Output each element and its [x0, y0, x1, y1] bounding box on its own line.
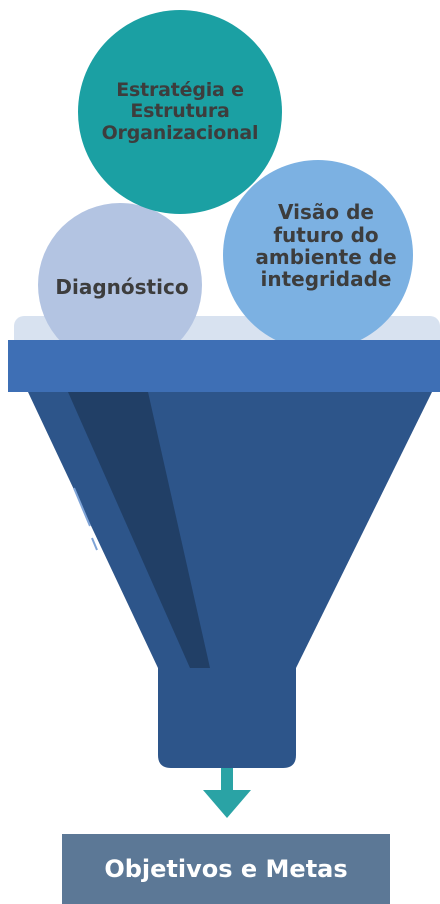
funnel-spout: [158, 668, 296, 768]
funnel-highlight-line: [73, 487, 91, 527]
result-label: Objetivos e Metas: [104, 855, 348, 883]
strategy-bubble-label: Estratégia e Estrutura Organizacional: [101, 79, 259, 144]
funnel-highlight-dash: [91, 537, 98, 551]
vision-bubble: [223, 160, 413, 350]
funnel-rim: [8, 340, 440, 392]
strategy-bubble: [78, 10, 282, 214]
funnel-shade-stripe: [68, 392, 210, 668]
output-arrow-icon: [203, 768, 251, 818]
diagnostic-bubble-label: Diagnóstico: [55, 274, 189, 299]
diagnostic-bubble: [38, 203, 202, 367]
vision-bubble-label: Visão de futuro do ambiente de integrida…: [255, 200, 397, 292]
result-box: Objetivos e Metas: [62, 834, 390, 904]
